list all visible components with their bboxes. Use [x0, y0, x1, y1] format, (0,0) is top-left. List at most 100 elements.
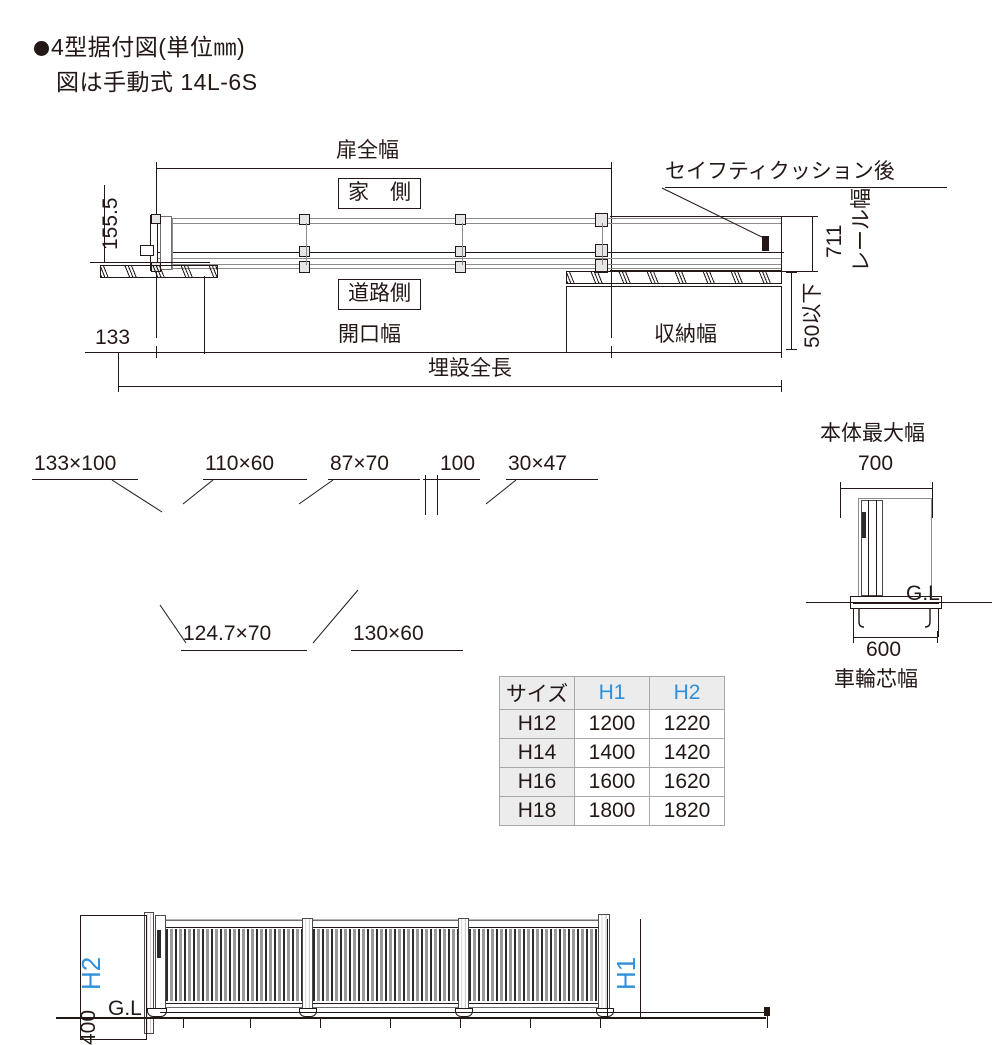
page-title-text: 4型据付図(単位㎜) [51, 34, 246, 60]
table-row: H14 1400 1420 [499, 738, 725, 768]
dim-tick [611, 346, 612, 358]
dim-label-storage-width: 収納幅 [654, 323, 717, 346]
cell-h1: 1600 [574, 767, 650, 797]
plan-post-connector [306, 223, 307, 265]
callout-underline-124-7x70 [181, 650, 307, 651]
dim-label-clearance-50: 50以下 [801, 282, 824, 348]
leader-line-87x70 [298, 479, 334, 505]
side-latch-icon [862, 512, 866, 538]
rail-anchor [390, 1017, 391, 1028]
callout-underline-130x60 [351, 650, 463, 651]
side-wheel-icon [924, 608, 931, 628]
dim-line-buried-length [118, 386, 782, 387]
fence-pickets [313, 929, 459, 1001]
elev-frame-top [160, 927, 610, 928]
rail-anchor [320, 1017, 321, 1028]
table-header-size: サイズ [499, 676, 575, 710]
plan-rail-mid [150, 252, 784, 253]
dim-tick-50-bottom [786, 349, 797, 350]
plan-post-connector [602, 223, 603, 265]
dim-label-700: 700 [858, 452, 894, 475]
ground-line-label-left: G.L [108, 997, 142, 1020]
callout-110x60: 110×60 [205, 452, 275, 475]
plan-rail-bottom2 [152, 268, 782, 269]
dim-line-155-5 [90, 262, 210, 263]
h2-box-right-edge [146, 915, 147, 1040]
cell-h2: 1420 [649, 738, 725, 768]
plan-post [299, 246, 310, 257]
ext-line-700-left [840, 488, 841, 518]
ext-line-711-top [782, 216, 812, 217]
ext-line-711-bottom [782, 271, 812, 272]
cell-h1: 1800 [574, 796, 650, 826]
cell-size: H18 [499, 796, 575, 826]
plan-post-connector [172, 218, 173, 270]
rail-anchor [460, 1017, 461, 1028]
cell-h2: 1620 [649, 767, 725, 797]
dim-tick-711-top [806, 216, 818, 217]
callout-133x100: 133×100 [34, 452, 117, 475]
ext-line-storage-right [781, 286, 782, 352]
plan-outer-frame-top [610, 216, 782, 217]
plan-post [595, 244, 608, 257]
ground-line [56, 1017, 766, 1019]
ground-line-label-right: G.L [906, 582, 940, 605]
ext-line-700-right [932, 488, 933, 518]
leader-line-133x100 [111, 479, 163, 513]
plan-rail-mid2 [152, 258, 782, 259]
label-house-side: 家 側 [338, 178, 421, 209]
cell-h1: 1400 [574, 738, 650, 768]
table-row: H16 1600 1620 [499, 767, 725, 797]
callout-underline-safety-cushion [665, 187, 947, 188]
plan-rail-top2 [152, 223, 782, 224]
rail-anchor [250, 1017, 251, 1028]
plan-post [151, 214, 161, 224]
callout-underline-30x47 [506, 479, 598, 480]
table-header-row: サイズ H1 H2 [499, 676, 725, 710]
filled-circle-bullet-icon [34, 41, 49, 56]
plan-roller-stub [140, 245, 154, 256]
dim-line-clearance-50 [791, 272, 792, 350]
plan-outer-frame-right [781, 216, 782, 271]
leader-line-110x60 [182, 479, 214, 505]
dim-label-opening-width: 開口幅 [338, 323, 401, 346]
latch-handle-icon [157, 930, 161, 958]
dim-label-rail-width: レール幅 [850, 188, 873, 272]
dim-label-711: 711 [823, 224, 846, 258]
ground-rail-line [566, 286, 782, 287]
rail-anchor [183, 1017, 184, 1028]
dim-line-711 [812, 216, 813, 272]
plan-outer-frame-bottom [610, 270, 782, 271]
rail-line [160, 1012, 770, 1013]
callout-underline-133x100 [32, 479, 138, 480]
dim-tick [937, 631, 938, 643]
rail-anchor [600, 1017, 601, 1028]
dim-label-600: 600 [866, 638, 902, 661]
table-row: H18 1800 1820 [499, 796, 725, 826]
dim-line-133 [85, 352, 160, 353]
dim-tick-50-top [786, 272, 797, 273]
leader-line-30x47 [485, 479, 517, 505]
page-subtitle: 図は手動式 14L-6S [56, 69, 258, 95]
ground-rail-hatch-left [100, 265, 218, 278]
table-row: H12 1200 1220 [499, 709, 725, 739]
dim-label-buried-length: 埋設全長 [428, 357, 512, 380]
callout-130x60: 130×60 [353, 622, 424, 645]
cell-h2: 1820 [649, 796, 725, 826]
callout-30x47: 30×47 [508, 452, 567, 475]
table-header-h2: H2 [649, 676, 725, 710]
intermediate-post [458, 918, 469, 1010]
plan-post [299, 214, 310, 225]
side-section-view: 本体最大幅 700 G.L 600 車輪芯幅 [0, 420, 1002, 690]
title-block: 4型据付図(単位㎜) 図は手動式 14L-6S [34, 36, 258, 106]
plan-rail-bottom [152, 264, 782, 265]
side-wheel-icon [858, 608, 865, 628]
leader-line-safety-cushion [661, 187, 765, 239]
ext-line-600-right [938, 609, 939, 637]
ext-line-door-right [611, 168, 612, 338]
side-base-inner [853, 603, 939, 604]
plan-post [455, 214, 466, 225]
callout-underline-110x60 [203, 479, 307, 480]
end-stopper-post [767, 1008, 768, 1028]
size-specification-table: サイズ H1 H2 H12 1200 1220 H14 1400 1420 H1… [499, 676, 725, 826]
